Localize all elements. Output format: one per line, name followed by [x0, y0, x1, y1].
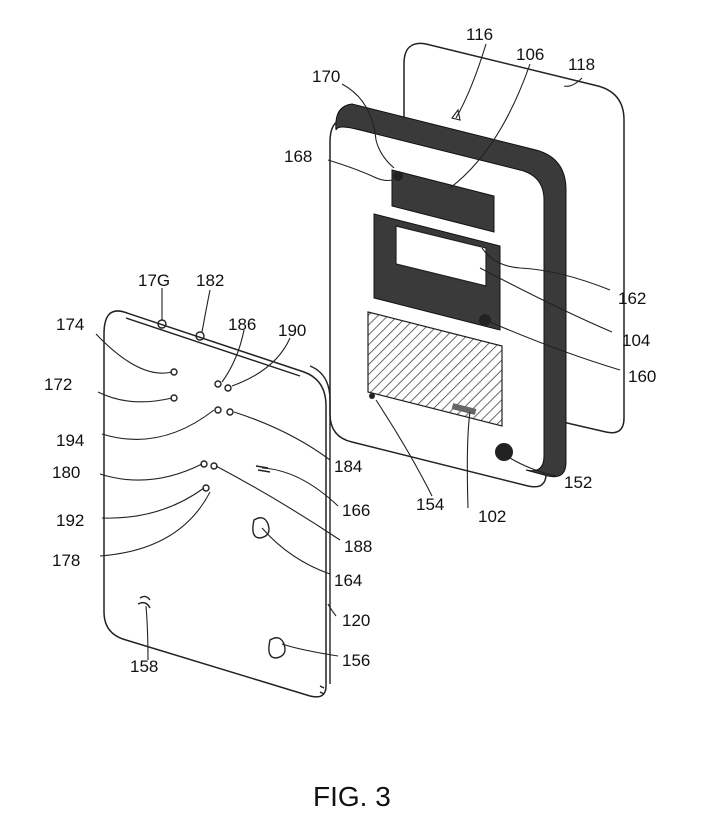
label-118: 118	[568, 55, 595, 74]
label-164: 164	[334, 571, 362, 590]
label-170: 170	[312, 67, 340, 86]
label-168: 168	[284, 147, 312, 166]
label-106: 106	[516, 45, 544, 64]
label-184: 184	[334, 457, 362, 476]
left-body-120	[104, 311, 330, 697]
figure-caption: FIG. 3	[313, 781, 391, 812]
label-158: 158	[130, 657, 158, 676]
label-152: 152	[564, 473, 592, 492]
label-172: 172	[44, 375, 72, 394]
label-182: 182	[196, 271, 224, 290]
label-176: 17G	[138, 271, 170, 290]
label-120: 120	[342, 611, 370, 630]
label-192: 192	[56, 511, 84, 530]
label-162: 162	[618, 289, 646, 308]
label-116: 116	[466, 25, 493, 44]
label-154: 154	[416, 495, 444, 514]
label-178: 178	[52, 551, 80, 570]
front-housing	[330, 104, 566, 487]
label-174: 174	[56, 315, 84, 334]
label-188: 188	[344, 537, 372, 556]
label-180: 180	[52, 463, 80, 482]
label-166: 166	[342, 501, 370, 520]
label-194: 194	[56, 431, 84, 450]
label-190: 190	[278, 321, 306, 340]
label-186: 186	[228, 315, 256, 334]
label-102: 102	[478, 507, 506, 526]
label-160: 160	[628, 367, 656, 386]
label-156: 156	[342, 651, 370, 670]
label-104: 104	[622, 331, 650, 350]
